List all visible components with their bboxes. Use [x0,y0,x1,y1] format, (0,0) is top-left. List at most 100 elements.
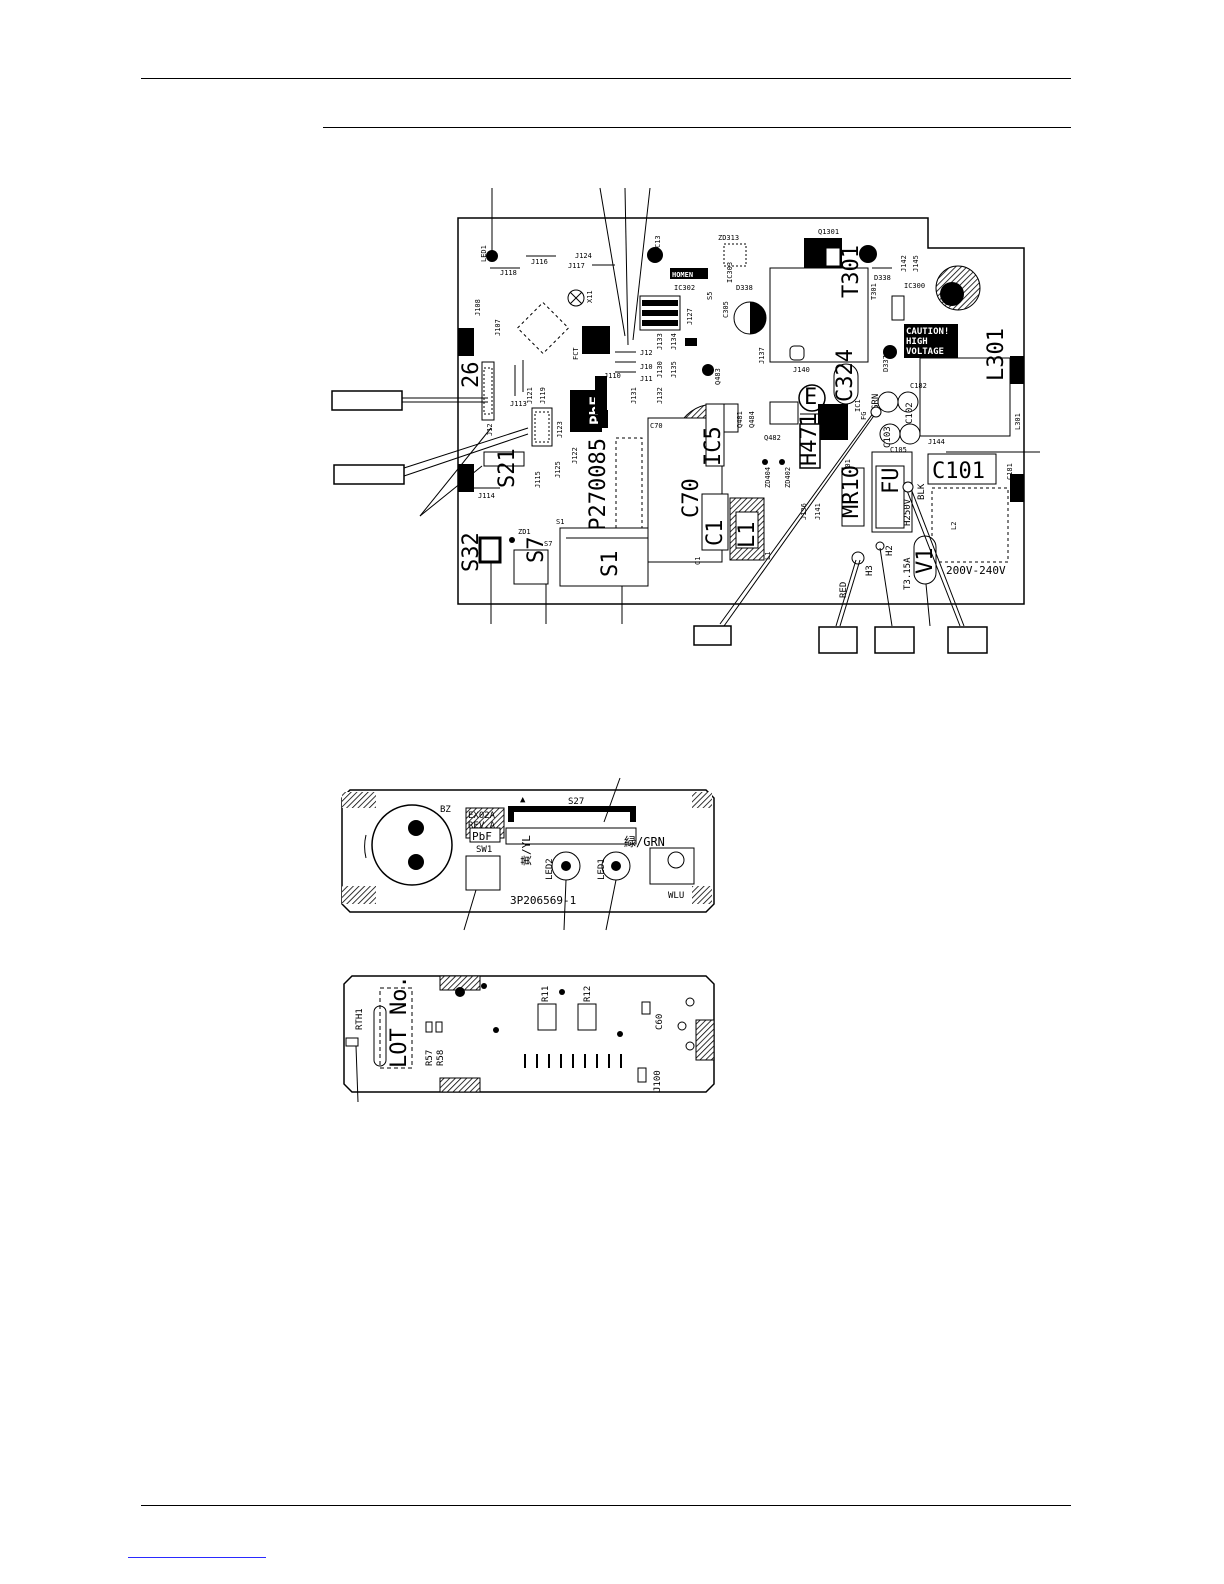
main-pcb: LED1 J116 J118 J124 J117 X11 FCT C13 HOM… [419,187,1040,627]
callout-box-1 [331,390,403,411]
label-blk: BLK [917,483,927,500]
label-e: E [804,385,817,410]
label-j133: J133 [656,333,664,350]
label-s7: S7 [524,537,549,564]
label-c324: C324 [833,349,858,402]
label-d337: D337 [882,355,890,372]
label-c70-small: C70 [650,422,663,430]
label-j137: J137 [758,347,766,364]
label-red: RED [839,582,849,598]
callout-box-3 [693,625,732,646]
label-d338: D338 [874,274,891,282]
label-j131: J131 [630,387,638,404]
label-s1-small: S1 [556,518,564,526]
label-q1301: Q1301 [818,228,839,236]
label-s5: S5 [706,292,714,300]
label-t301-small: T301 [870,283,878,300]
label-q481: Q481 [736,411,744,428]
label-led2: LED2 [545,858,555,880]
label-reva: REV.A [468,821,496,831]
label-h471: H471 [797,413,822,466]
label-r12: R12 [583,986,593,1002]
label-fct: FCT [572,347,580,360]
label-j145: J145 [912,255,920,272]
label-c13: C13 [654,235,662,248]
caution-line-1: CAUTION! [906,327,949,337]
label-ic1: IC1 [854,399,862,412]
label-zd1: ZD1 [518,528,531,536]
label-grn-jp: 緑/GRN [624,834,665,849]
label-j122: J122 [571,447,579,464]
label-c1-small: C1 [694,557,702,565]
label-j114: J114 [478,492,495,500]
label-j108: J108 [474,299,482,316]
svg-text:HOMEN: HOMEN [672,271,693,279]
label-c105: C105 [890,446,907,454]
label-ic302: IC302 [674,284,695,292]
label-c101: C101 [932,459,985,484]
label-t3-15a: T3.15A [903,557,913,590]
label-l301: L301 [984,328,1009,381]
label-c103: C103 [883,426,893,448]
label-bz: BZ [440,805,451,815]
label-fu: FU [879,468,904,495]
label-l1-small: L1 [764,552,772,560]
label-j141: J141 [814,503,822,520]
label-led1: LED1 [597,858,607,880]
label-j142: J142 [900,255,908,272]
label-yl: 黄/YL [519,835,533,866]
label-lot-no: LOT No. [387,975,412,1068]
label-j12: J12 [640,349,653,357]
label-c1: C1 [703,520,728,547]
label-j127: J127 [686,308,694,325]
label-v1: V1 [913,548,938,575]
label-j119: J119 [539,387,547,404]
label-d305: D338 [736,284,753,292]
label-h2: H2 [885,545,895,556]
callout-box-5 [874,626,915,654]
label-j144: J144 [928,438,945,446]
label-l2: L2 [950,522,958,530]
label-r58: R58 [436,1050,446,1066]
svg-text:▲: ▲ [520,795,526,805]
footer-link-underline[interactable] [128,1557,266,1558]
label-x11: X11 [586,290,594,303]
label-j11: J11 [640,375,653,383]
label-c182: C182 [910,382,927,390]
label-j10: J10 [640,363,653,371]
callout-box-6 [947,626,988,654]
label-led: LED1 [480,245,488,262]
label-r57: R57 [425,1050,435,1066]
label-s27: S27 [568,797,584,807]
label-ic5: IC5 [701,426,726,466]
label-c181: C181 [1006,463,1014,480]
label-c305: C305 [722,301,730,318]
label-j130: J130 [656,361,664,378]
label-q483: Q483 [714,368,722,385]
caution-line-2: HIGH [906,337,928,347]
label-j115: J115 [534,471,542,488]
label-zd402: ZD402 [784,467,792,488]
label-j118: J118 [500,269,517,277]
label-mr10: MR10 [839,465,864,518]
label-c102: C102 [905,402,915,424]
label-ex02a: EX02A [468,811,496,821]
label-s32: S32 [459,532,484,572]
label-j123: J123 [556,421,564,438]
label-j121: J121 [526,387,534,404]
label-ic303: IC303 [726,262,734,283]
label-s21: S21 [495,448,520,488]
label-l301-small: L301 [1014,413,1022,430]
label-j110: J110 [604,372,621,380]
label-c70: C70 [679,478,704,518]
label-s1: S1 [598,551,623,578]
label-j113: J113 [510,400,527,408]
label-j140: J140 [793,366,810,374]
label-r11: R11 [541,986,551,1002]
label-j134: J134 [670,333,678,350]
label-j124: J124 [575,252,592,260]
label-j135: J135 [670,361,678,378]
sensor-pcb: RTH1 LOT No. R57 R58 R11 R12 C60 J100 [343,975,715,1103]
label-s7-small: S7 [544,540,552,548]
